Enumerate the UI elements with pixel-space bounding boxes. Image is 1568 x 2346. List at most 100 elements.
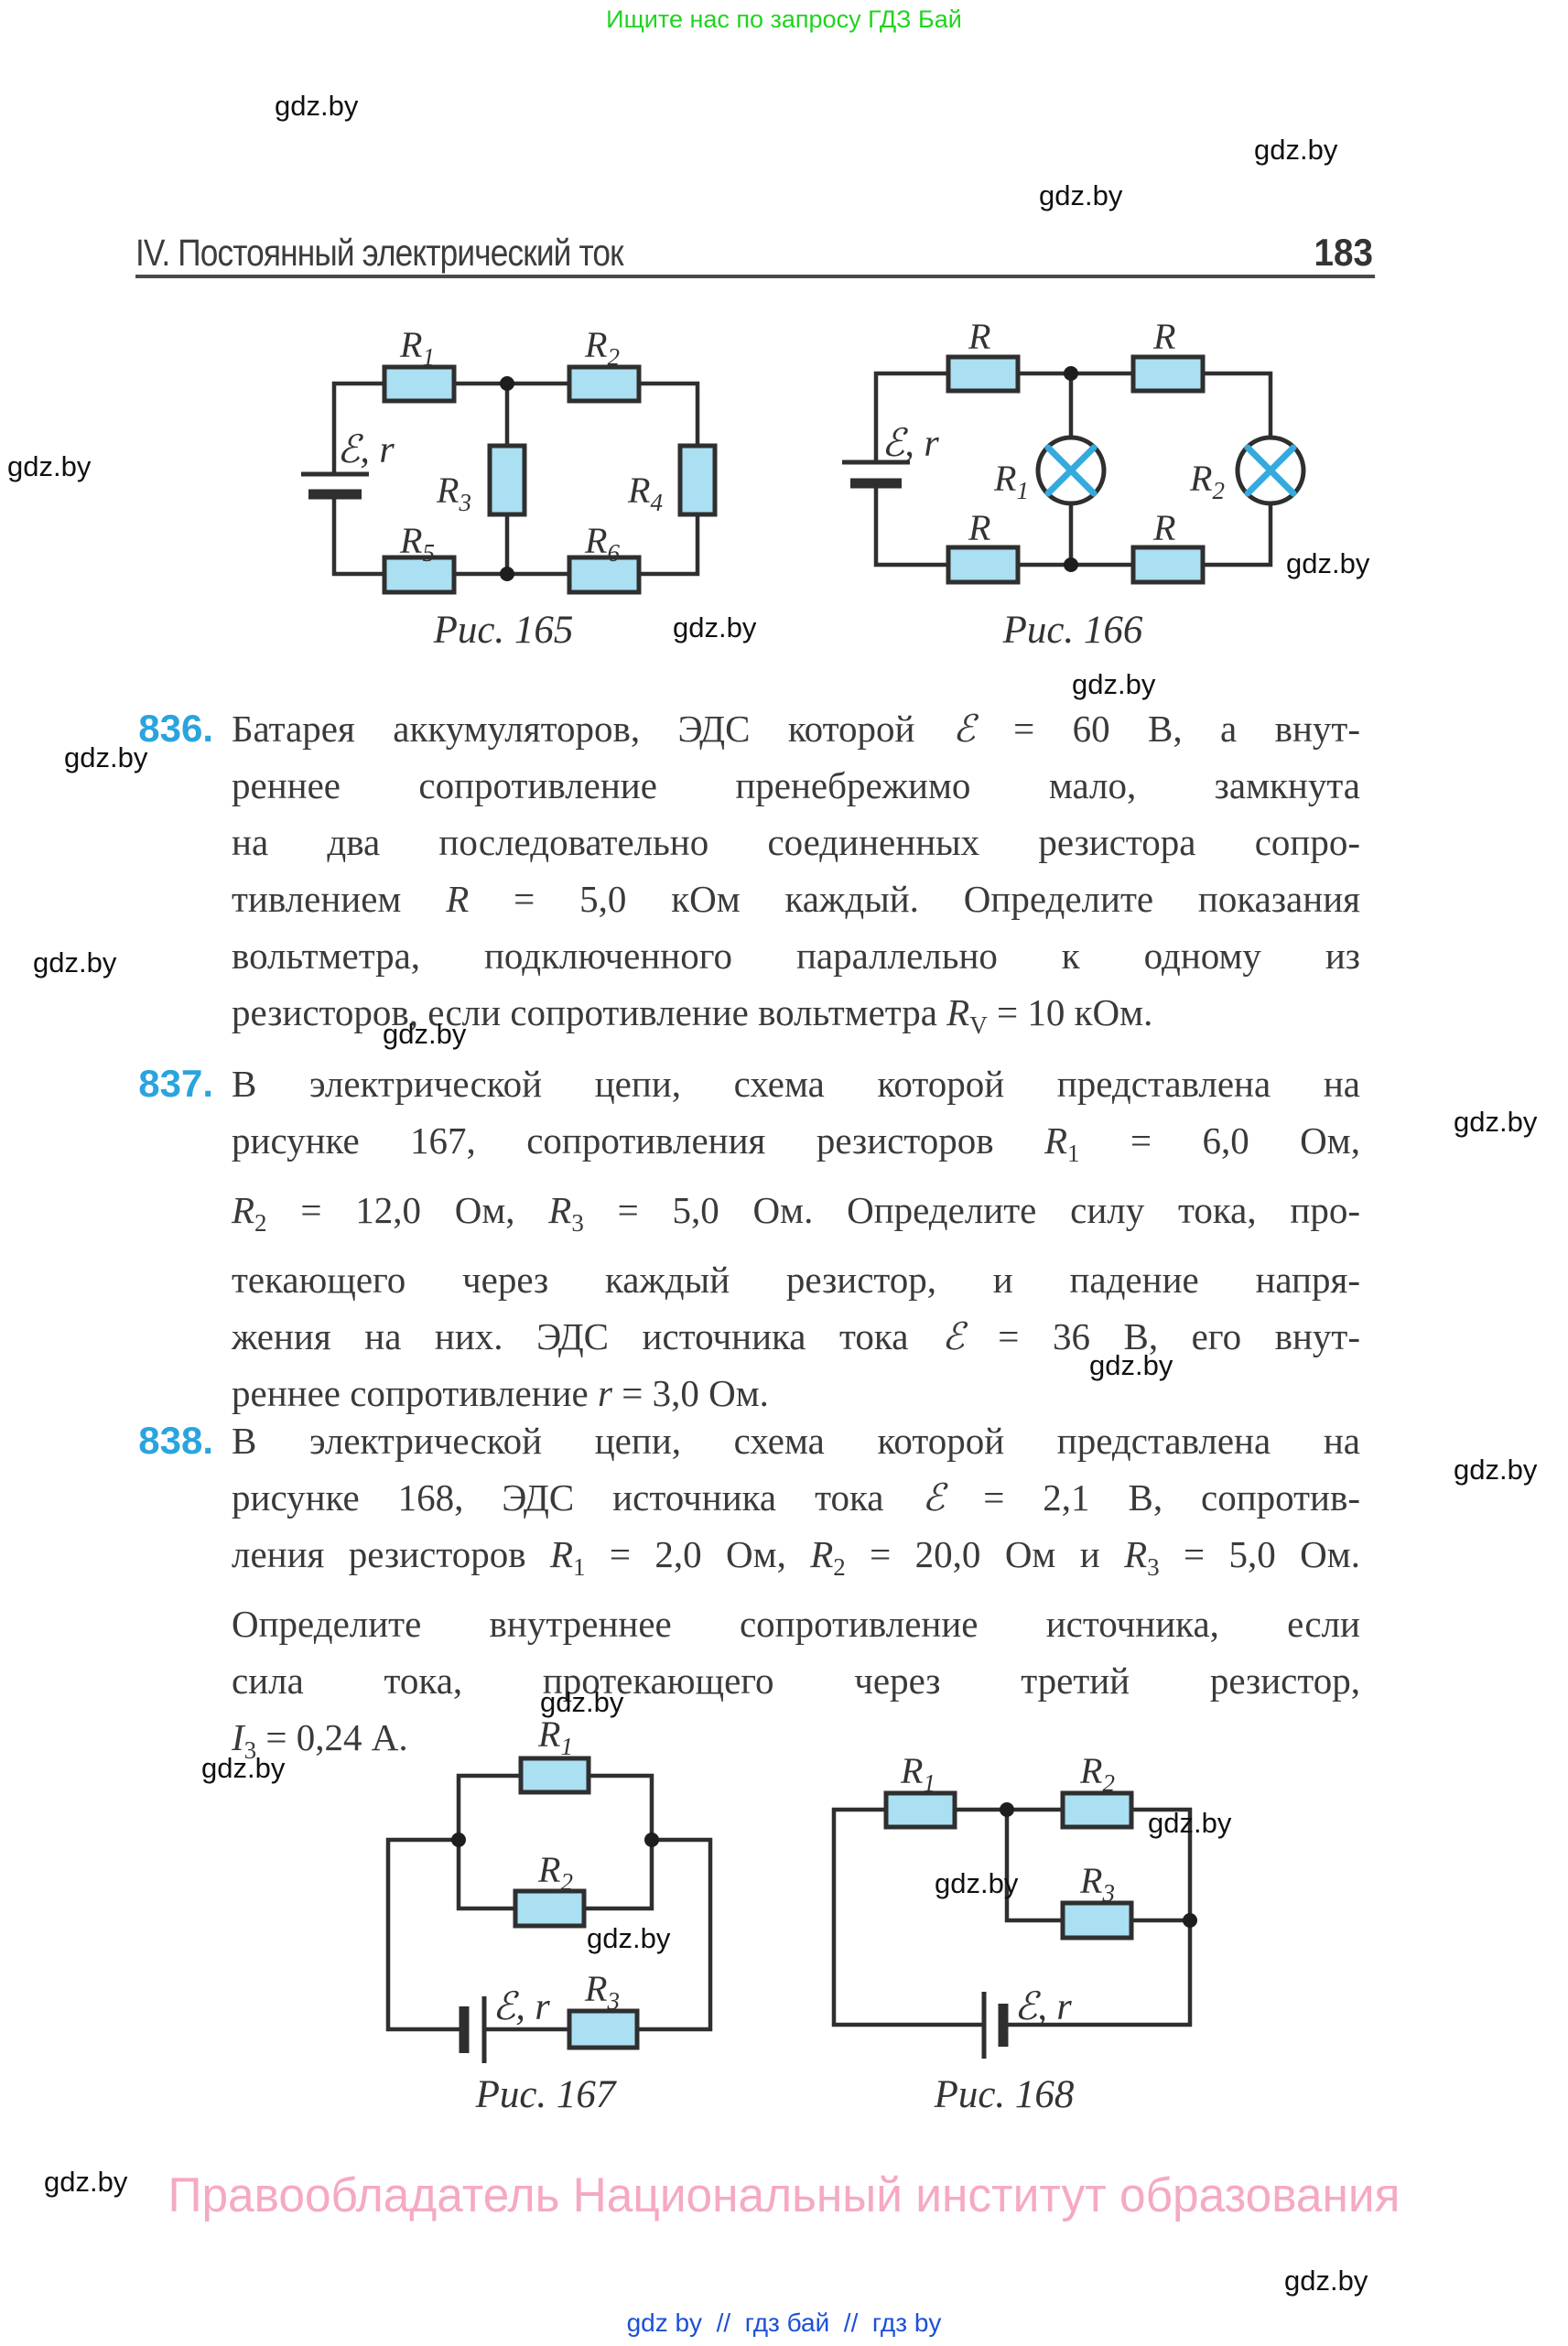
problem-line: В электрической цепи, схема которой пред…	[232, 1420, 1360, 1462]
gdz-watermark: gdz.by	[1454, 1106, 1538, 1138]
resistor-r3	[487, 443, 527, 517]
junction-dot	[500, 376, 514, 391]
junction-dot	[451, 1832, 466, 1847]
emf-label: ℰ, r	[492, 1986, 550, 2028]
lamp-icon	[1235, 435, 1306, 506]
resistor-top-right	[1130, 354, 1206, 394]
resistor-r2	[567, 364, 642, 404]
problem-line: текающего через каждый резистор, и паден…	[232, 1259, 1360, 1302]
gdz-watermark: gdz.by	[1148, 1807, 1232, 1839]
label-r-top-left: R	[968, 316, 990, 357]
problem-line: I3 = 0,24 А.	[232, 1716, 408, 1765]
problem-line: Батарея аккумуляторов, ЭДС которой ℰ = 6…	[232, 708, 1360, 750]
gdz-watermark: gdz.by	[540, 1686, 624, 1718]
label-r3: R3	[584, 1968, 620, 2015]
gdz-watermark: gdz.by	[587, 1922, 671, 1954]
problem-line: реннее сопротивление пренебрежимо мало, …	[232, 764, 1360, 806]
top-banner-text: Ищите нас по запросу ГДЗ Бай	[606, 5, 962, 33]
figure-168-circuit: R1 R2 R3 ℰ, r Рис. 168	[831, 1750, 1197, 2116]
problem-836: 836. Батарея аккумуляторов, ЭДС которой …	[138, 700, 1360, 1054]
emf-label: ℰ, r	[881, 423, 939, 465]
junction-dot	[1183, 1913, 1197, 1928]
resistor-bottom-left	[946, 545, 1021, 585]
lamp-icon	[1035, 435, 1107, 506]
gdz-watermark: gdz.by	[1072, 668, 1156, 700]
label-r-top-right: R	[1152, 316, 1175, 357]
wire	[831, 1807, 1193, 2027]
problem-line: тивлением R = 5,0 кОм каждый. Определите…	[232, 878, 1360, 920]
resistor-top-left	[946, 354, 1021, 394]
problem-line: рисунке 167, сопротивления резисторов R1…	[232, 1119, 1360, 1168]
emf-label: ℰ, r	[1014, 1986, 1072, 2028]
figure-caption: Рис. 166	[1002, 609, 1143, 652]
gdz-watermark: gdz.by	[1286, 547, 1370, 579]
gdz-watermark: gdz.by	[935, 1867, 1019, 1899]
battery-icon	[842, 459, 910, 489]
emf-label: ℰ, r	[337, 429, 395, 471]
resistor-r4	[677, 443, 718, 517]
junction-dot	[500, 567, 514, 581]
junction-dot	[1000, 1802, 1014, 1817]
wire	[385, 1773, 713, 2032]
problem-line: рисунке 168, ЭДС источника тока ℰ = 2,1 …	[232, 1476, 1360, 1519]
label-r6: R6	[584, 520, 620, 567]
gdz-watermark: gdz.by	[1254, 134, 1338, 166]
problem-line: ления резисторов R1 = 2,0 Ом, R2 = 20,0 …	[232, 1533, 1360, 1582]
label-r-bottom-right: R	[1152, 507, 1175, 548]
figure-caption: Рис. 168	[934, 2073, 1075, 2116]
figure-caption: Рис. 167	[475, 2073, 617, 2116]
problem-line: реннее сопротивление r = 3,0 Ом.	[232, 1372, 769, 1415]
label-r3: R3	[1079, 1860, 1115, 1907]
figure-caption: Рис. 165	[433, 609, 574, 652]
gdz-watermark: gdz.by	[1284, 2265, 1368, 2297]
label-r2: R2	[537, 1849, 573, 1896]
label-r1: R1	[399, 324, 435, 371]
junction-dot	[1064, 366, 1078, 381]
problem-line: R2 = 12,0 Ом, R3 = 5,0 Ом. Определите си…	[232, 1189, 1360, 1238]
label-r3: R3	[436, 470, 471, 516]
label-r-bottom-left: R	[968, 507, 990, 548]
resistor-r3	[1060, 1900, 1134, 1941]
problem-line: В электрической цепи, схема которой пред…	[232, 1063, 1360, 1105]
gdz-watermark: gdz.by	[44, 2166, 128, 2198]
label-r1: R1	[537, 1714, 573, 1760]
resistor-r2	[1060, 1790, 1134, 1830]
problem-838: 838. В электрической цепи, схема которой…	[138, 1412, 1360, 1778]
label-r2: R2	[584, 324, 620, 371]
resistor-r6	[567, 555, 642, 595]
problem-line: Определите внутреннее сопротивление исто…	[232, 1603, 1360, 1646]
gdz-watermark: gdz.by	[275, 90, 359, 122]
junction-dot	[1064, 557, 1078, 572]
battery-icon	[981, 1992, 1009, 2059]
figure-166-circuit: ℰ, r R R R R R1 R2 Рис. 166	[842, 316, 1306, 652]
wire	[331, 381, 700, 577]
resistor-r1	[382, 364, 457, 404]
problem-line: на два последовательно соединенных резис…	[232, 821, 1360, 863]
gdz-watermark: gdz.by	[1089, 1349, 1173, 1381]
chapter-title: IV. Постоянный электрический ток	[135, 232, 624, 274]
gdz-watermark: gdz.by	[64, 741, 148, 773]
copyright-line: Правообладатель Национальный институт об…	[168, 2168, 1400, 2222]
battery-icon	[301, 471, 369, 500]
problem-number: 837.	[138, 1062, 213, 1105]
resistor-r2	[513, 1888, 587, 1929]
resistor-r3	[567, 2008, 640, 2050]
gdz-watermark: gdz.by	[1454, 1454, 1538, 1486]
gdz-watermark: gdz.by	[673, 611, 757, 643]
problem-837: 837. В электрической цепи, схема которой…	[138, 1055, 1360, 1422]
battery-icon	[459, 1996, 487, 2063]
problem-line: сила тока, протекающего через третий рез…	[232, 1659, 1360, 1703]
footer-links-line: gdz by // гдз бай // гдз by	[626, 2308, 942, 2337]
resistor-r5	[382, 555, 457, 595]
label-lamp-r1: R1	[993, 458, 1029, 504]
figure-167-circuit: R1 R2 R3 ℰ, r Рис. 167	[385, 1714, 713, 2116]
problem-line: вольтметра, подключенного параллельно к …	[232, 935, 1360, 977]
resistor-r1	[518, 1756, 591, 1795]
gdz-watermark: gdz.by	[7, 450, 92, 482]
label-r5: R5	[399, 520, 435, 567]
label-r4: R4	[627, 470, 663, 516]
resistor-bottom-right	[1130, 545, 1206, 585]
gdz-watermark: gdz.by	[33, 946, 117, 978]
problem-line: жения на них. ЭДС источника тока ℰ = 36 …	[232, 1315, 1360, 1358]
